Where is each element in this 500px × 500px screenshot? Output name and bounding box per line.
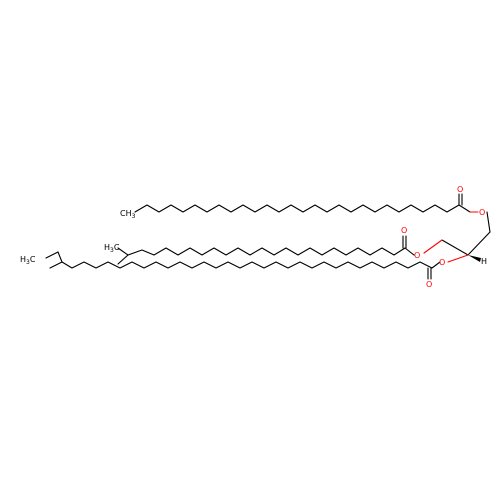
carbonyl-oxygen-1-label: O <box>457 185 463 194</box>
bottom-branch-bond-1 <box>49 261 63 269</box>
bottom-branch-bond-2 <box>57 251 63 263</box>
ester-oxygen-2-label: O <box>414 251 420 260</box>
h3c-middle-label: H3C <box>104 243 120 254</box>
carbonyl-oxygen-3-label: O <box>426 280 432 289</box>
top-glycerol-ch2-bond <box>486 211 491 233</box>
stereo-hydrogen-label: H <box>481 257 487 266</box>
glycerol-c2-o-bond <box>447 254 469 263</box>
middle-branch-methyl <box>117 247 129 256</box>
ester-oxygen-3-label: O <box>439 258 445 267</box>
glycerol-c1-c2-bond <box>467 231 491 256</box>
h3c-bottom-label: H3C <box>20 255 36 266</box>
carbonyl-oxygen-2-label: O <box>401 226 407 235</box>
ester-oxygen-1-label: O <box>479 208 485 217</box>
top-fatty-chain <box>134 204 471 213</box>
bottom-fatty-chain <box>61 261 441 269</box>
middle-fatty-chain <box>117 247 415 265</box>
glycerol-c2-c3-bond <box>441 239 469 256</box>
glycerol-c3-o-bond <box>423 239 443 254</box>
bottom-branch-bond-3 <box>45 251 59 259</box>
stereo-wedge-bond <box>468 255 481 262</box>
ch3-top-label: CH3 <box>120 209 136 220</box>
